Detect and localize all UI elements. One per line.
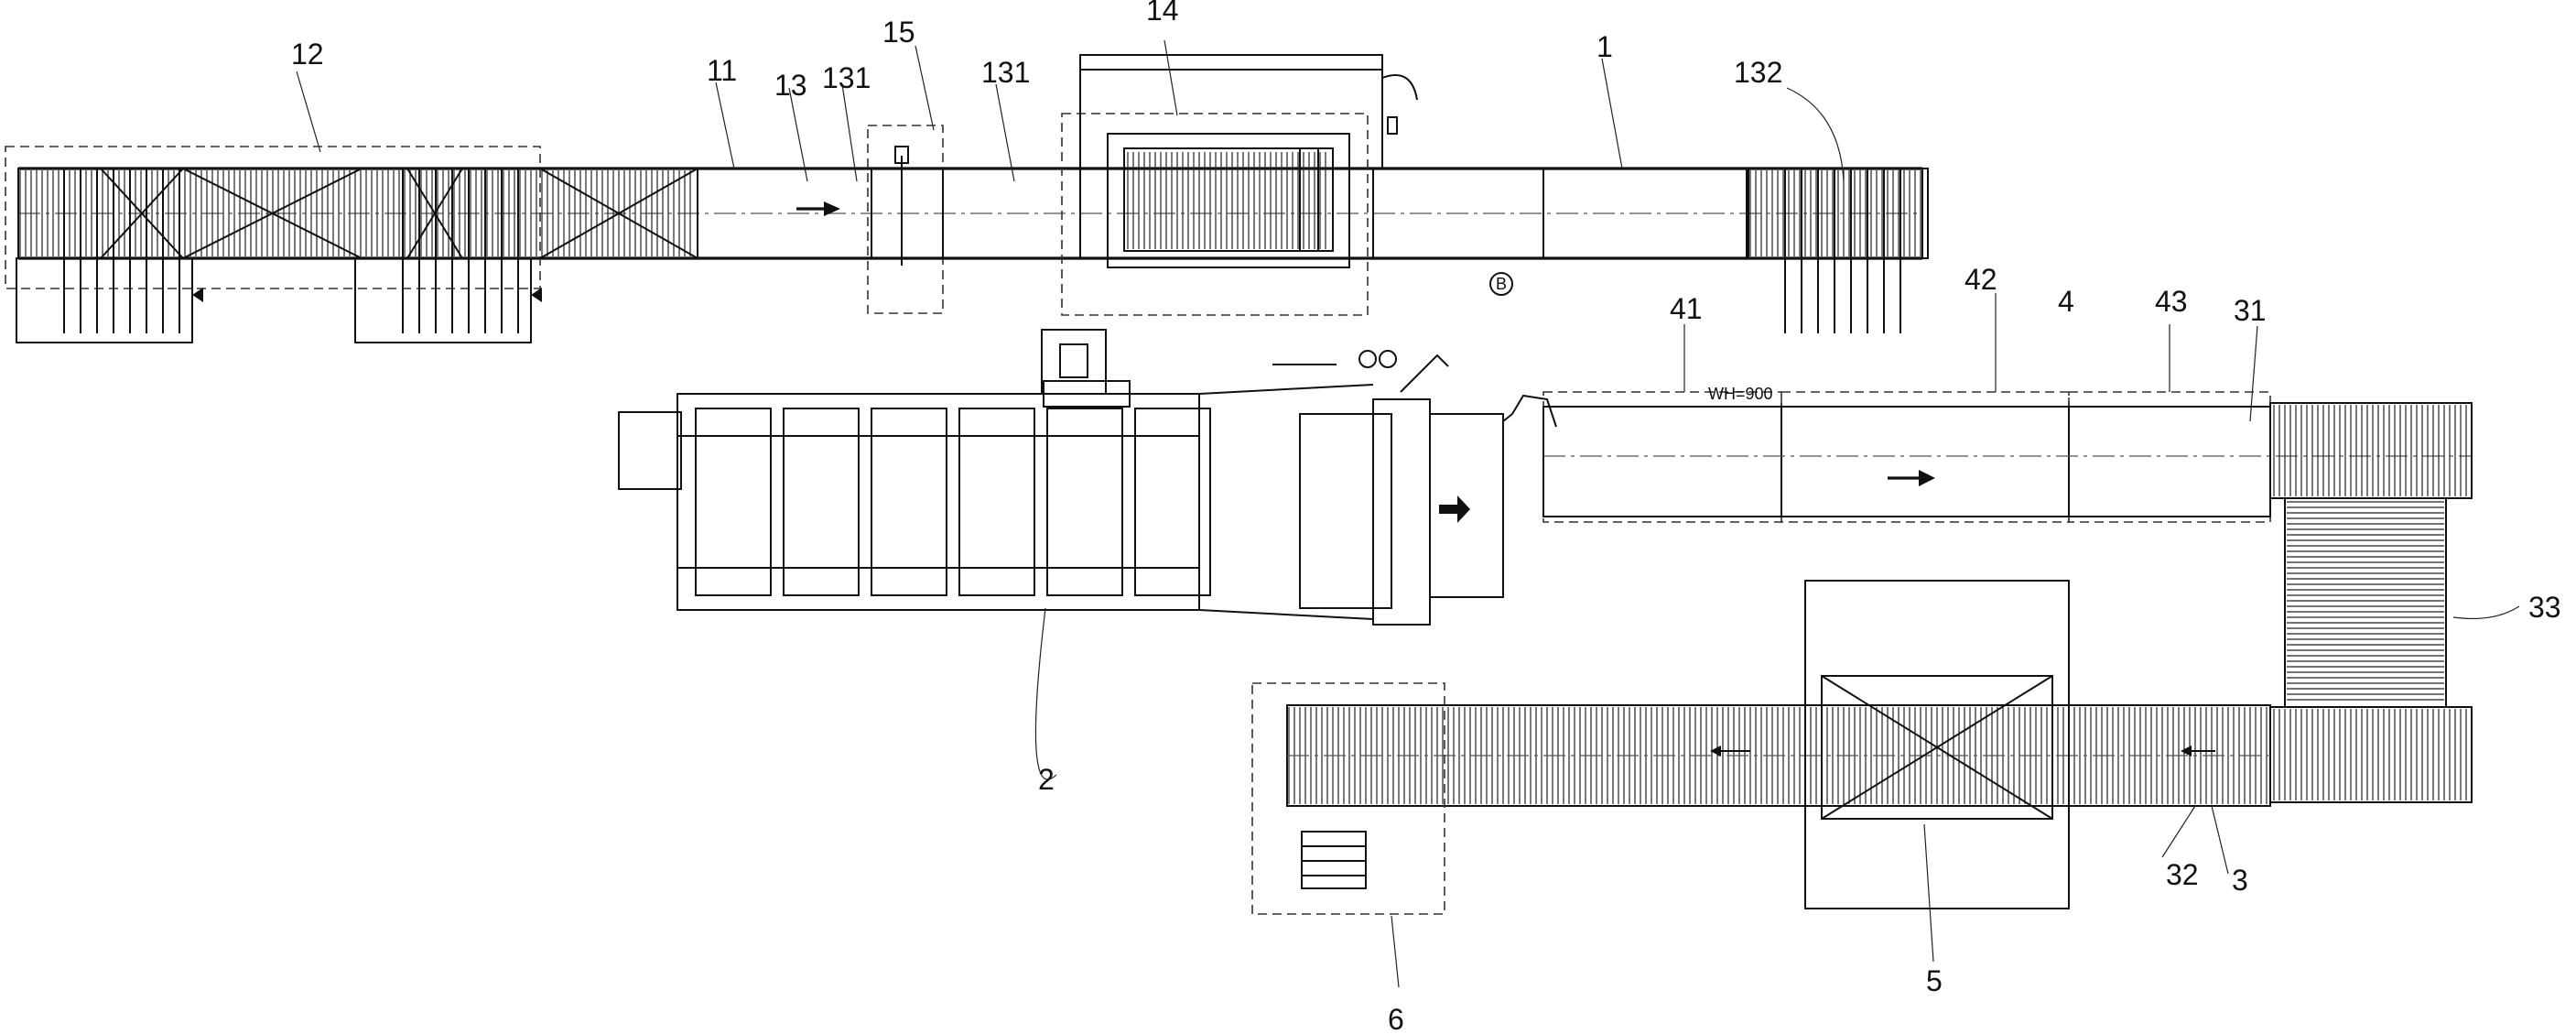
label-41: 41 — [1670, 292, 1703, 325]
section-14-enclosure — [1061, 113, 1369, 316]
bottom-conveyor-line — [1251, 580, 2271, 915]
label-131-right: 131 — [981, 56, 1030, 89]
label-15: 15 — [882, 16, 915, 49]
section-6-enclosure — [1251, 682, 1445, 915]
upper-conveyor-line: B — [5, 54, 1929, 343]
belt-section-13 — [697, 168, 872, 259]
label-131-left: 131 — [822, 61, 871, 94]
label-42: 42 — [1964, 263, 1997, 296]
station-5-frame — [1804, 580, 2070, 909]
section-15-enclosure — [867, 125, 944, 314]
label-132: 132 — [1734, 56, 1782, 89]
machine-frame-bay — [695, 408, 772, 596]
transfer-unit-3 — [2269, 402, 2473, 803]
label-6: 6 — [1388, 1003, 1404, 1034]
label-14: 14 — [1146, 0, 1179, 27]
machine-frame-bay — [1046, 408, 1123, 596]
label-13: 13 — [774, 69, 807, 102]
leader-lines — [296, 39, 2520, 988]
roller-section-132 — [1748, 168, 1929, 259]
machine-frame-bay — [958, 408, 1035, 596]
label-32: 32 — [2166, 858, 2199, 891]
width-annotation: WH=900 — [1708, 385, 1773, 403]
label-43: 43 — [2155, 285, 2188, 318]
section-12-enclosure — [5, 146, 541, 289]
label-4: 4 — [2058, 285, 2074, 318]
label-12: 12 — [291, 38, 324, 71]
circle-b-mark: B — [1496, 275, 1507, 293]
machine-2 — [618, 329, 1557, 626]
machine-frame-bay — [871, 408, 947, 596]
label-3: 3 — [2232, 864, 2248, 897]
part-labels: 1 2 3 4 5 6 11 12 13 131 131 132 14 15 3… — [291, 0, 2561, 1034]
label-1: 1 — [1596, 30, 1613, 63]
label-11: 11 — [707, 54, 737, 87]
label-5: 5 — [1926, 964, 1943, 997]
label-31: 31 — [2234, 294, 2267, 327]
label-2: 2 — [1038, 763, 1055, 796]
label-33: 33 — [2528, 591, 2561, 624]
machine-frame-bay — [1134, 408, 1211, 596]
machine-frame-bay — [783, 408, 860, 596]
